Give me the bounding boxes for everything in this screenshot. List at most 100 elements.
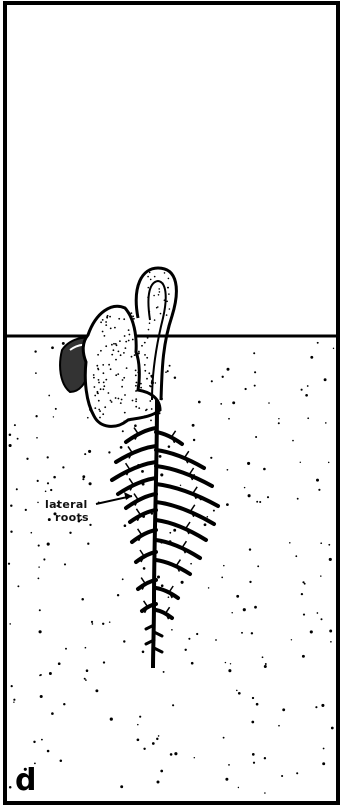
- soil-dot: [155, 382, 156, 383]
- soil-dot: [152, 742, 155, 745]
- cotyledon-dot: [103, 385, 105, 387]
- soil-dot: [160, 770, 163, 773]
- soil-dot: [331, 727, 334, 730]
- soil-dot: [89, 482, 92, 485]
- soil-dot: [264, 665, 267, 668]
- soil-dot: [82, 475, 85, 478]
- soil-dot: [87, 543, 89, 545]
- primary-root: [153, 400, 157, 668]
- cotyledon-dot: [140, 387, 142, 389]
- soil-dot: [169, 365, 171, 367]
- soil-dot: [317, 342, 319, 344]
- soil-dot: [222, 376, 224, 378]
- cotyledon-dot: [102, 364, 104, 366]
- cotyledon-dot: [118, 318, 120, 320]
- cotyledon-dot: [114, 327, 116, 329]
- soil-dot: [174, 752, 177, 755]
- cotyledon-dot: [105, 345, 107, 347]
- soil-dot: [310, 356, 313, 359]
- cotyledon-dot: [111, 401, 113, 403]
- cotyledon-dot: [135, 398, 137, 400]
- soil-dot: [9, 786, 12, 789]
- soil-dot: [47, 543, 50, 546]
- soil-dot: [249, 581, 251, 583]
- lateral-root: [156, 560, 190, 574]
- hook-dot: [154, 276, 156, 278]
- soil-dot: [51, 346, 54, 349]
- cotyledon-dot: [138, 407, 140, 409]
- cotyledon-dot: [113, 349, 115, 351]
- lateral-root: [130, 510, 156, 522]
- cotyledon-dot: [138, 352, 140, 354]
- soil-dot: [17, 585, 19, 587]
- cotyledon-dot: [118, 351, 120, 353]
- soil-dot: [158, 735, 160, 737]
- soil-dot: [161, 584, 164, 587]
- soil-dot: [251, 721, 254, 724]
- hook-dot: [160, 282, 162, 284]
- soil-dot: [14, 424, 16, 426]
- cotyledon-dot: [97, 368, 99, 370]
- cotyledon-dot: [93, 377, 95, 379]
- soil-dot: [328, 462, 330, 464]
- soil-dot: [172, 704, 174, 706]
- cotyledon-dot: [118, 398, 120, 400]
- cotyledon-dot: [105, 379, 107, 381]
- soil-dot: [228, 669, 231, 672]
- soil-dot: [267, 496, 269, 498]
- cotyledon-dot: [132, 339, 134, 341]
- cotyledon-dot: [104, 335, 106, 337]
- soil-dot: [278, 418, 279, 419]
- soil-dot: [173, 529, 176, 532]
- hook-dot: [156, 307, 158, 309]
- soil-dot: [117, 594, 119, 596]
- soil-dot: [211, 380, 213, 382]
- cotyledon-dot: [117, 373, 119, 375]
- cotyledon-dot: [151, 408, 153, 410]
- soil-dot: [333, 348, 334, 349]
- soil-dot: [180, 485, 181, 486]
- soil-dot: [257, 565, 259, 567]
- soil-dot: [16, 488, 18, 490]
- soil-dot: [37, 480, 39, 482]
- cotyledon-dot: [126, 367, 128, 369]
- soil-dot: [221, 577, 223, 579]
- soil-dot: [35, 372, 37, 374]
- cotyledon-dot: [128, 329, 130, 331]
- cotyledon-dot: [93, 374, 95, 376]
- soil-dot: [88, 450, 91, 453]
- soil-dot: [85, 647, 87, 649]
- soil-dot: [47, 456, 49, 458]
- cotyledon-dot: [150, 420, 152, 422]
- soil-dot: [213, 510, 215, 512]
- soil-dot: [163, 671, 165, 673]
- cotyledon-dot: [109, 316, 111, 318]
- cotyledon-dot: [115, 374, 117, 376]
- soil-dot: [62, 466, 64, 468]
- soil-dot: [156, 738, 158, 740]
- soil-dot: [10, 531, 12, 533]
- soil-dot: [198, 401, 201, 404]
- cotyledon-dot: [141, 416, 143, 418]
- cotyledon-dot: [105, 324, 107, 326]
- soil-dot: [55, 408, 57, 410]
- cotyledon-dot: [103, 372, 105, 374]
- soil-dot: [81, 598, 84, 601]
- soil-dot: [220, 403, 222, 405]
- hypocotyl-hook: [136, 268, 176, 400]
- soil-dot: [159, 455, 162, 458]
- soil-dot: [291, 639, 292, 640]
- soil-dot: [122, 578, 124, 580]
- cotyledon-dot: [120, 354, 122, 356]
- lateral-roots-label-line2: roots: [55, 511, 89, 524]
- cotyledon-dot: [135, 406, 137, 408]
- cotyledon-dot: [146, 357, 148, 359]
- soil-dot: [254, 371, 256, 373]
- soil-dot: [318, 489, 320, 491]
- soil-dot: [122, 430, 124, 432]
- soil-dot: [143, 748, 145, 750]
- lateral-root: [156, 588, 178, 598]
- soil-dot: [192, 424, 195, 427]
- soil-dot: [13, 701, 14, 702]
- lateral-roots: [112, 428, 218, 652]
